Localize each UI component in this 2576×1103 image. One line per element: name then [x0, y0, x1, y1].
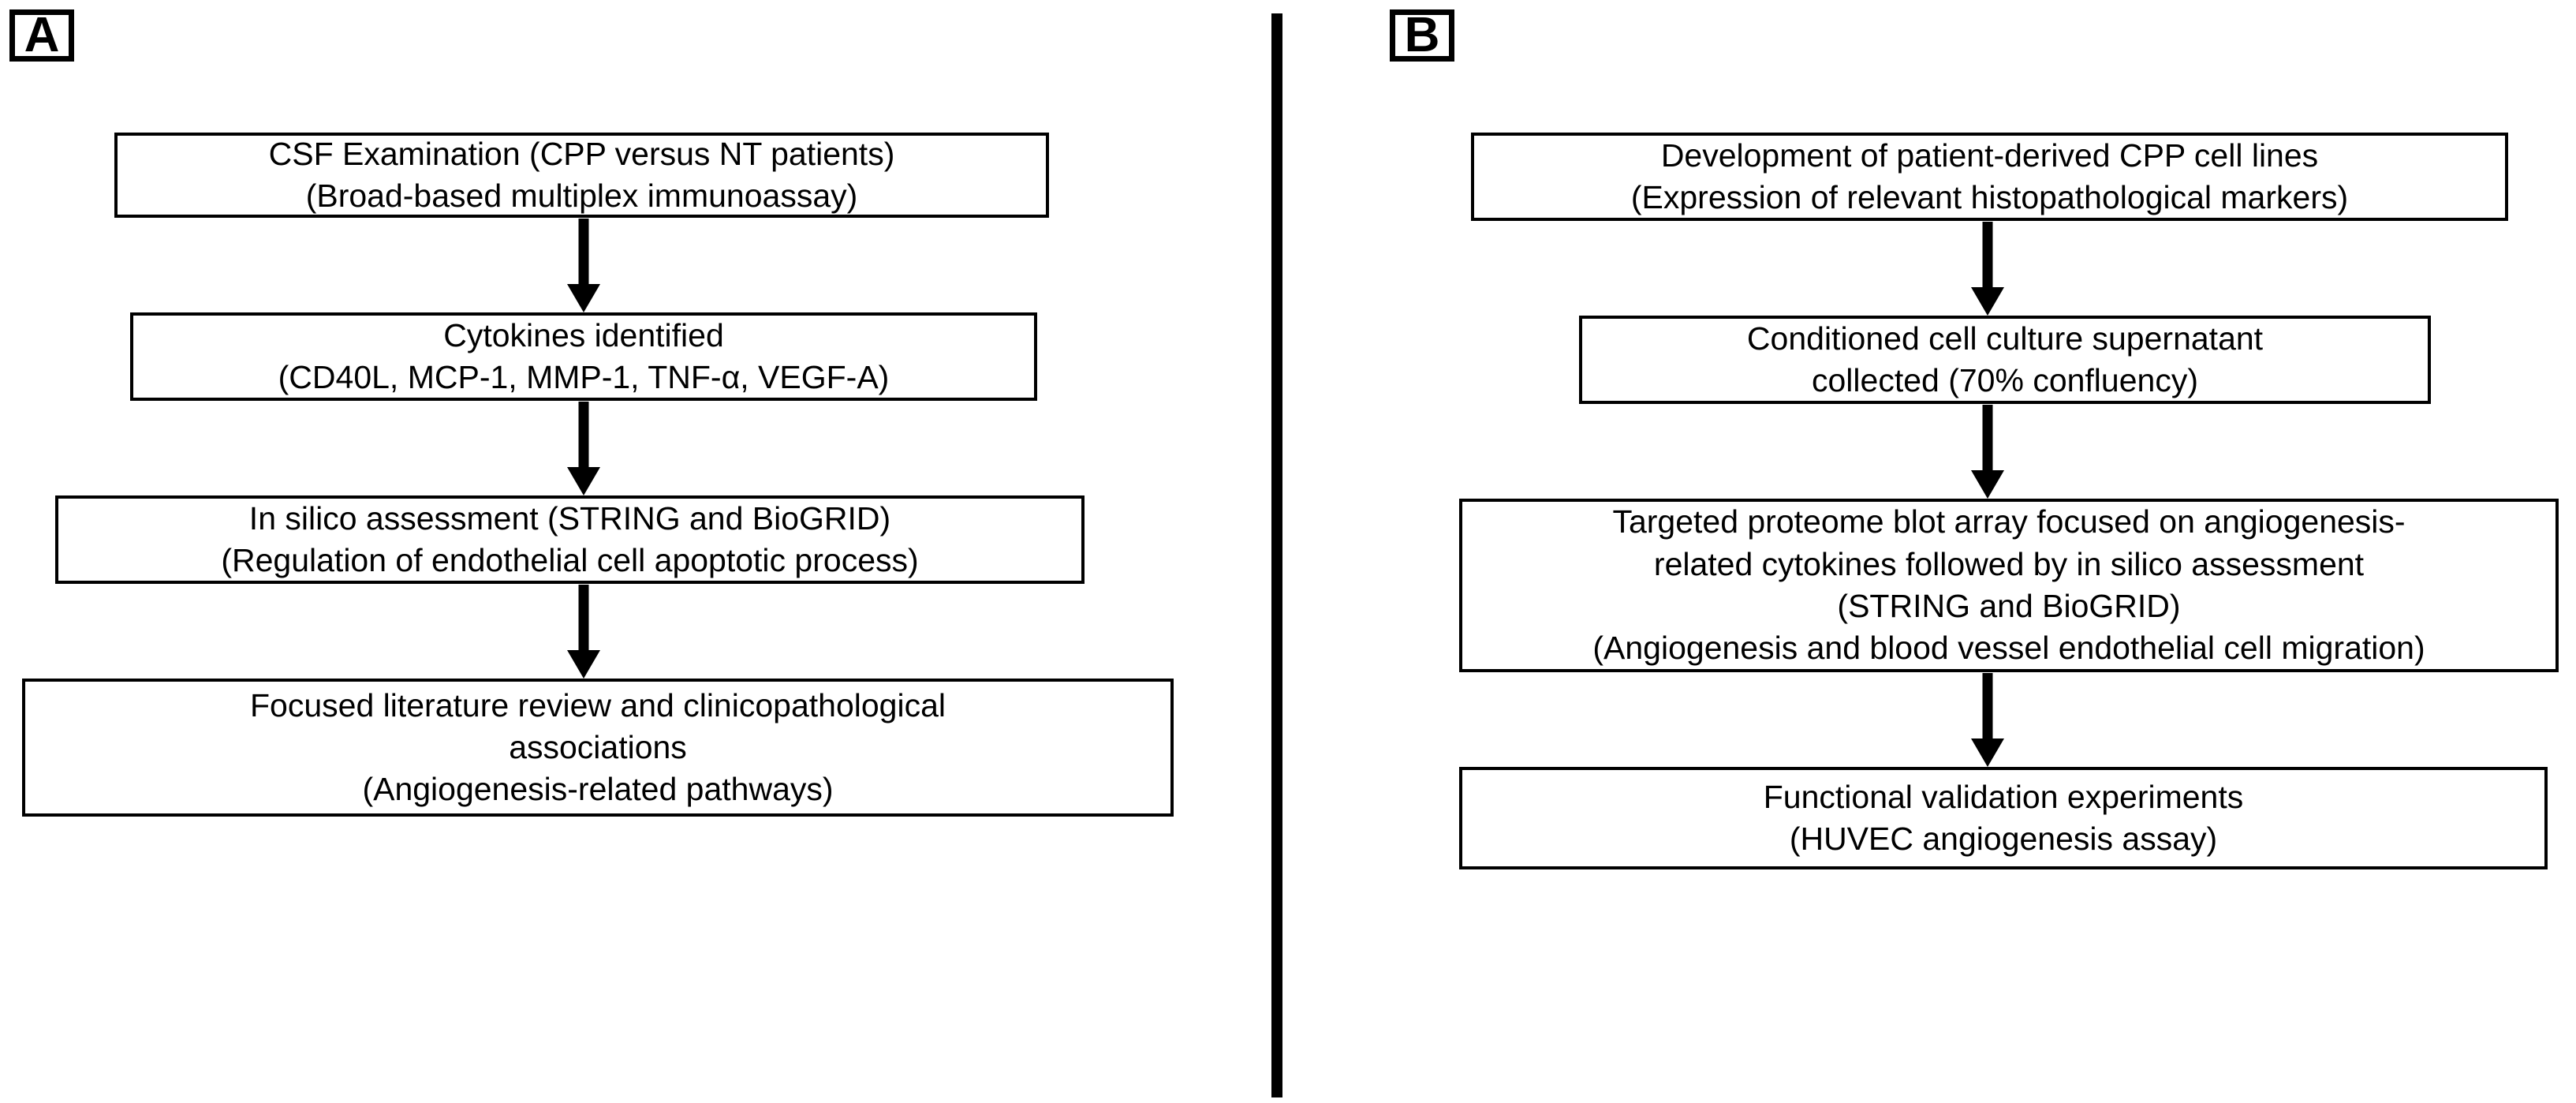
flow-box-line: related cytokines followed by in silico … [1653, 545, 2365, 582]
flow-box-line: (CD40L, MCP-1, MMP-1, TNF-α, VEGF-A) [278, 359, 890, 395]
arrow-head [567, 650, 600, 679]
flow-box-cytokines-identified: Cytokines identified (CD40L, MCP-1, MMP-… [130, 312, 1037, 401]
arrow-head [1971, 470, 2004, 499]
arrow-b-3 [1970, 673, 2005, 767]
flow-box-line: (STRING and BioGRID) [1837, 588, 2181, 624]
flow-box-line: collected (70% confluency) [1812, 362, 2198, 398]
panel-badge-b: B [1390, 9, 1454, 62]
flow-box-line: Targeted proteome blot array focused on … [1612, 503, 2406, 540]
arrow-head [1971, 738, 2004, 767]
flow-box-csf-examination: CSF Examination (CPP versus NT patients)… [114, 133, 1049, 218]
arrow-b-2 [1970, 405, 2005, 499]
arrow-a-1 [566, 219, 601, 312]
arrow-shaft [578, 219, 589, 285]
panel-badge-a: A [9, 9, 74, 62]
flow-box-functional-validation: Functional validation experiments (HUVEC… [1459, 767, 2548, 869]
arrow-shaft [578, 402, 589, 468]
flow-box-line: (Angiogenesis and blood vessel endotheli… [1592, 630, 2425, 667]
flow-box-line: CSF Examination (CPP versus NT patients) [268, 135, 895, 172]
arrow-b-1 [1970, 222, 2005, 316]
arrow-shaft [1982, 673, 1993, 739]
flow-box-line: In silico assessment (STRING and BioGRID… [248, 499, 891, 537]
flow-box-line: Functional validation experiments [1763, 778, 2244, 815]
flow-box-line: associations [509, 728, 687, 765]
flow-box-in-silico-assessment: In silico assessment (STRING and BioGRID… [55, 495, 1085, 584]
arrow-a-2 [566, 402, 601, 495]
flow-box-literature-review: Focused literature review and clinicopat… [22, 679, 1174, 817]
panel-divider [1271, 13, 1282, 1097]
flow-box-proteome-blot-array: Targeted proteome blot array focused on … [1459, 499, 2559, 672]
arrow-head [567, 284, 600, 312]
arrow-a-3 [566, 585, 601, 679]
flow-box-line: Focused literature review and clinicopat… [250, 686, 946, 723]
arrow-head [567, 467, 600, 495]
flow-box-line: (Regulation of endothelial cell apoptoti… [221, 542, 919, 578]
panel-badge-b-label: B [1404, 8, 1440, 62]
arrow-shaft [1982, 405, 1993, 471]
arrow-head [1971, 287, 2004, 316]
arrow-shaft [578, 585, 589, 651]
flow-box-line: (Broad-based multiplex immunoassay) [305, 178, 858, 214]
arrow-shaft [1982, 222, 1993, 288]
flow-box-line: Cytokines identified [443, 316, 724, 353]
flow-box-line: Conditioned cell culture supernatant [1746, 320, 2264, 357]
panel-badge-a-label: A [24, 8, 60, 62]
flow-box-line: (Angiogenesis-related pathways) [362, 771, 834, 808]
flow-box-line: Development of patient-derived CPP cell … [1660, 136, 2319, 174]
flow-box-line: (Expression of relevant histopathologica… [1630, 179, 2349, 215]
flow-box-conditioned-supernatant: Conditioned cell culture supernatant col… [1579, 316, 2431, 404]
flow-box-cpp-cell-lines: Development of patient-derived CPP cell … [1471, 133, 2508, 221]
flow-box-line: (HUVEC angiogenesis assay) [1789, 821, 2218, 857]
